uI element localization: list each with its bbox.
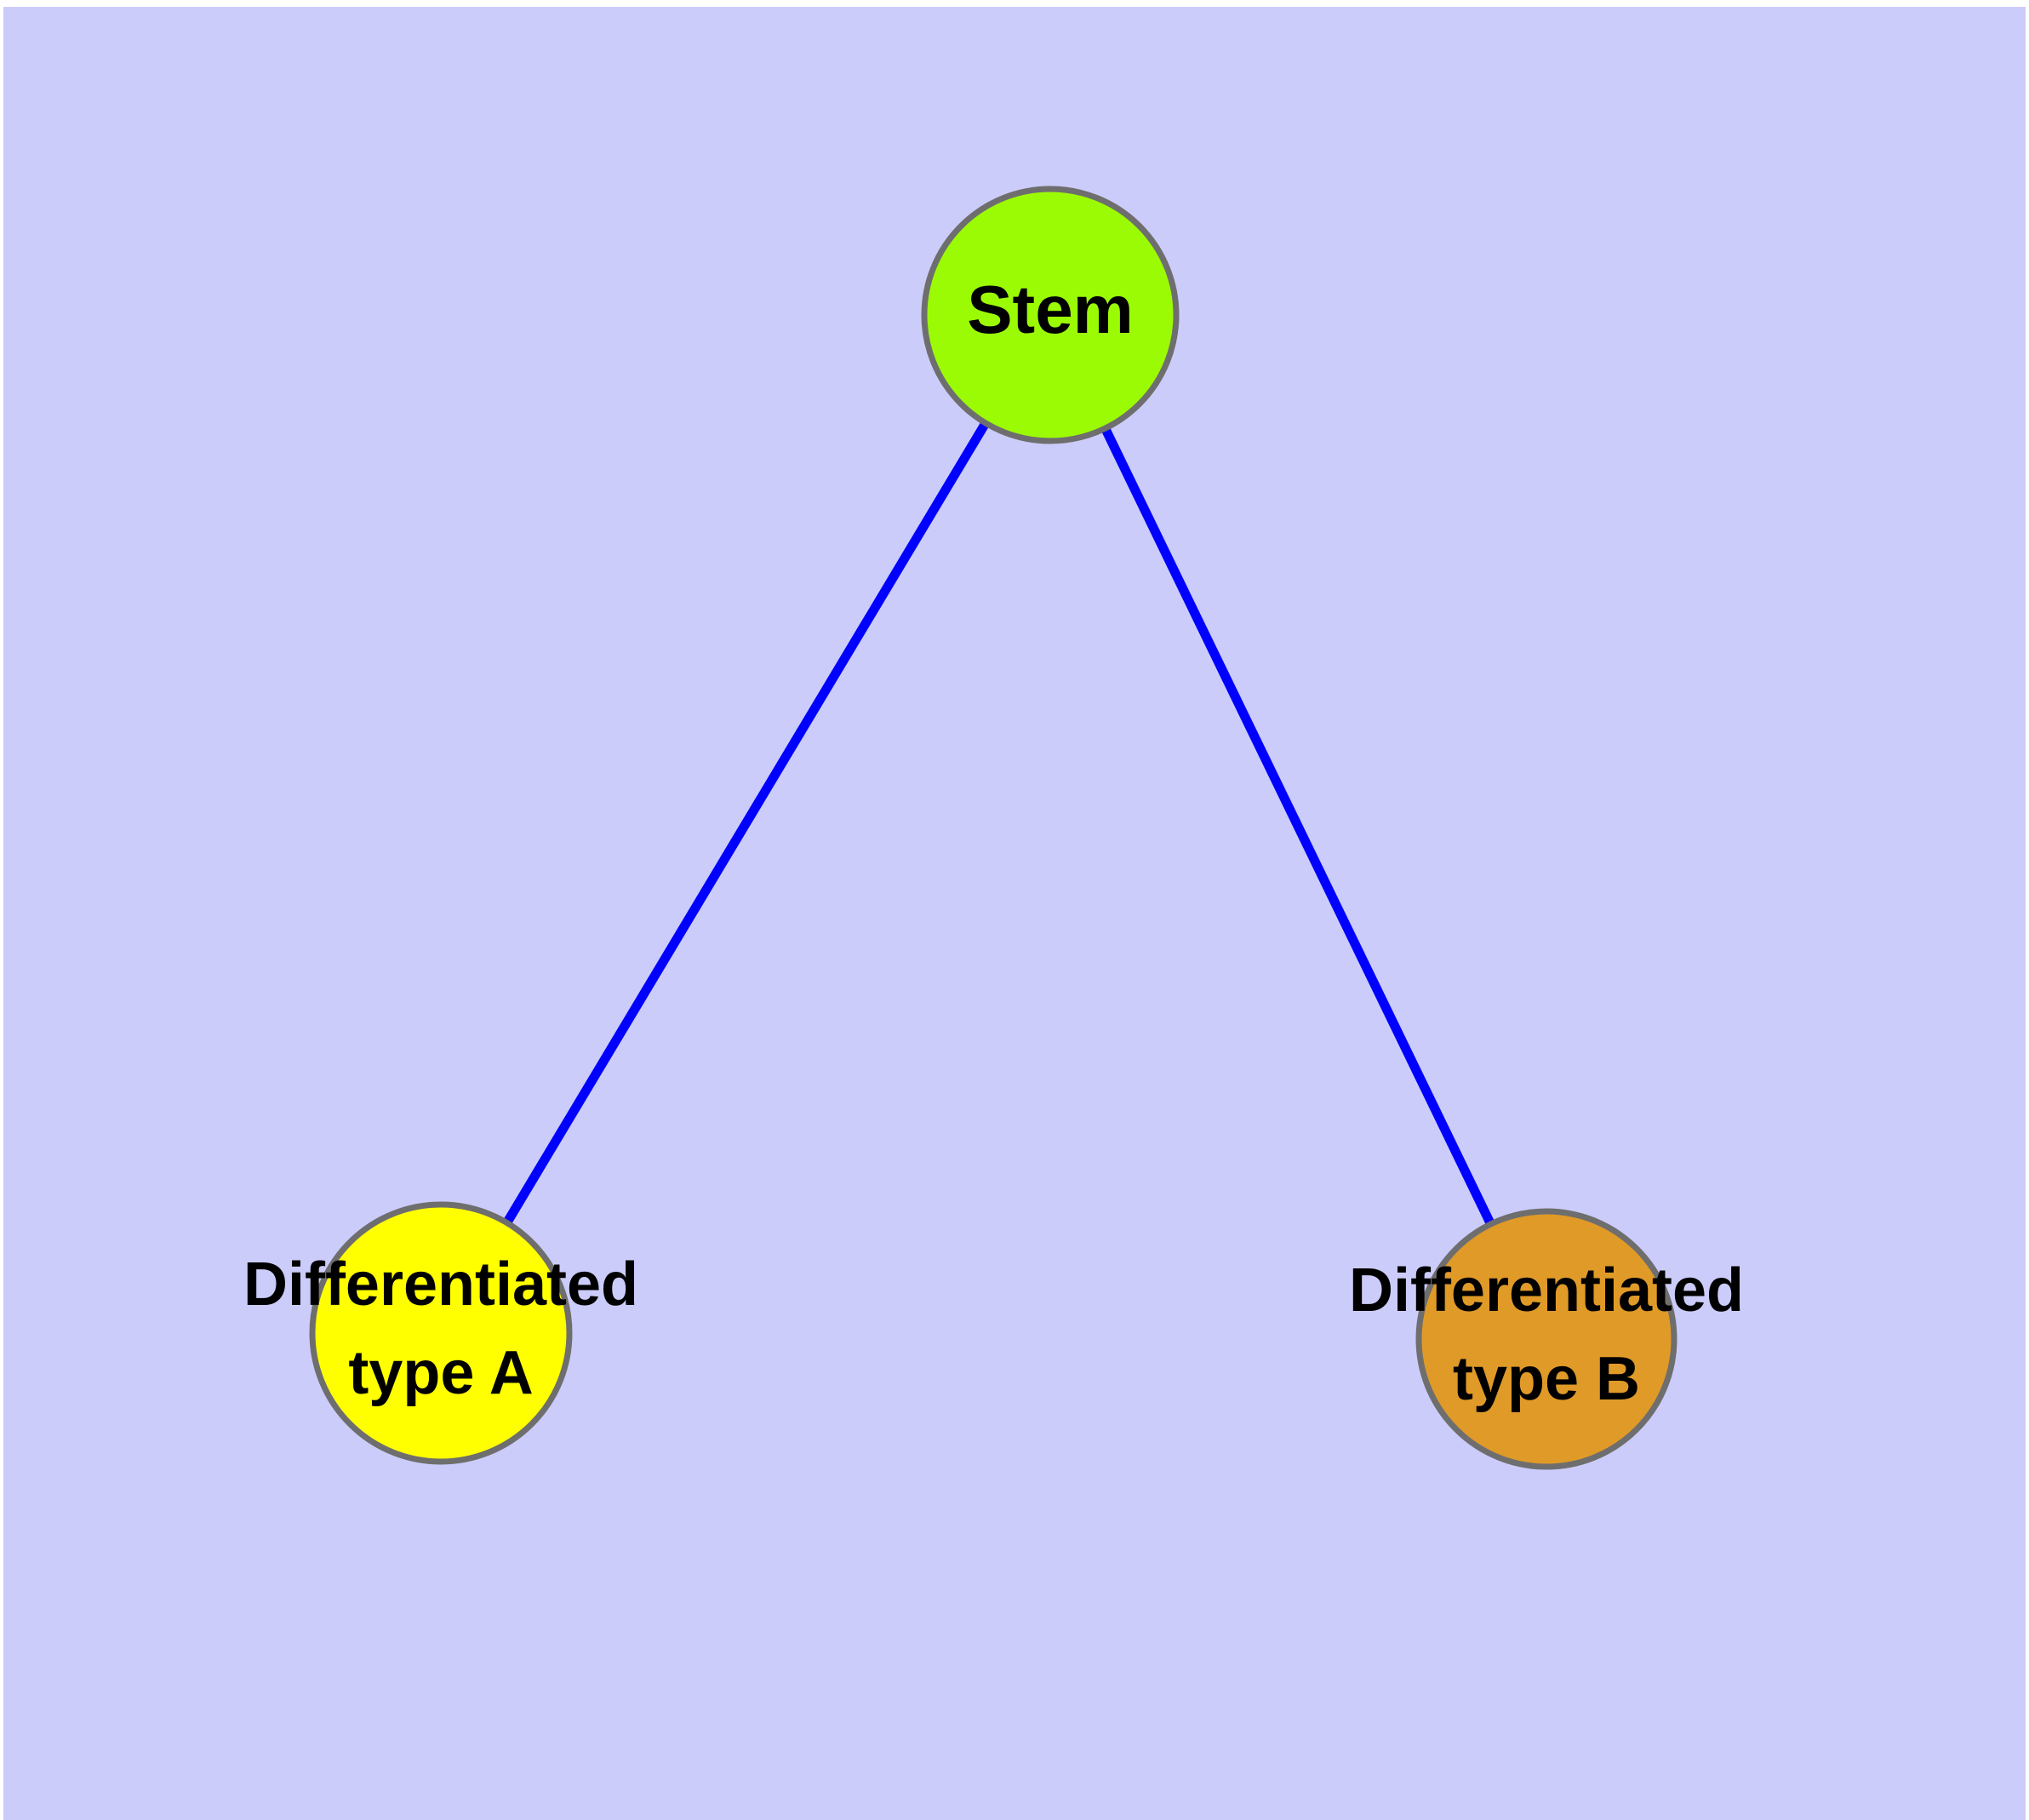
- graph-node-stem[interactable]: Stem: [921, 186, 1180, 444]
- node-label-diff_b: Differentiated: [1349, 1256, 1744, 1325]
- graph-node-diff_a[interactable]: Differentiated type A: [243, 1201, 638, 1465]
- graph-node-diff_b[interactable]: Differentiated type B: [1349, 1208, 1744, 1470]
- graph-edge: [1099, 423, 1497, 1230]
- node-label-diff_b: type B: [1453, 1345, 1640, 1413]
- node-circle-diff_a[interactable]: [309, 1201, 573, 1465]
- node-circle-diff_b[interactable]: [1415, 1208, 1677, 1470]
- node-label-diff_a: type A: [348, 1339, 533, 1407]
- node-label-stem: Stem: [967, 272, 1134, 347]
- node-circle-stem[interactable]: [921, 186, 1180, 444]
- graph-edge: [500, 417, 992, 1228]
- edges-group: [500, 417, 1497, 1230]
- node-label-diff_a: Differentiated: [243, 1251, 638, 1319]
